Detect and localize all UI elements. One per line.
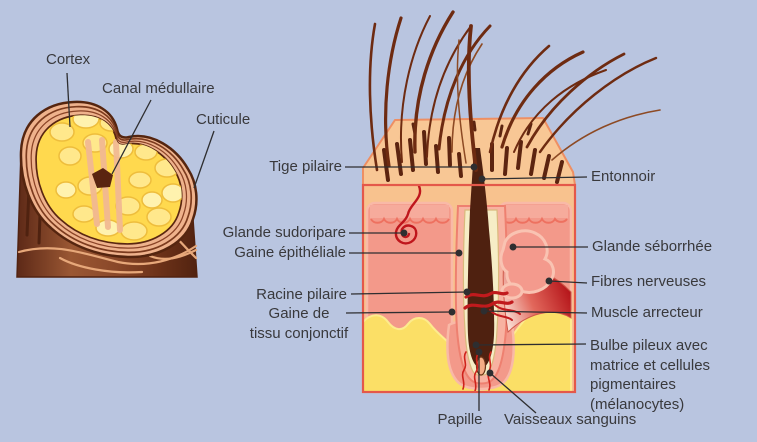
central-hair-shaft — [466, 24, 478, 172]
leader-fibres-nerveuses — [545, 277, 588, 285]
leader-bulbe-pileux — [472, 341, 587, 349]
label-entonnoir: Entonnoir — [591, 168, 656, 185]
leader-gaine-epitheliale — [349, 249, 463, 257]
leader-tige-pilaire — [345, 163, 478, 171]
label-gaine-tissu-conjonctif: Gaine de tissu conjonctif — [243, 304, 355, 343]
leader-entonnoir — [478, 175, 588, 183]
hair-cross-section — [16, 100, 198, 278]
leader-muscle-arrecteur — [480, 307, 588, 315]
leader-glande-seborrhee — [509, 243, 588, 251]
label-muscle-arrecteur: Muscle arrecteur — [591, 304, 703, 321]
leader-lines — [66, 72, 588, 414]
leader-vaisseaux-sanguins — [486, 369, 537, 414]
label-bulbe-line3: pigmentaires — [590, 376, 676, 393]
label-glande-sudoripare: Glande sudoripare — [222, 224, 346, 241]
label-bulbe-line2: matrice et cellules — [590, 356, 711, 374]
label-fibres-nerveuses: Fibres nerveuses — [591, 273, 707, 290]
label-gaine-tissu-line1: Gaine de — [268, 305, 330, 322]
cuticle-ring-inner — [30, 110, 188, 249]
leader-canal-medullaire — [111, 99, 152, 175]
leader-gaine-tissu — [345, 308, 456, 316]
leader-cortex — [66, 72, 71, 128]
label-bulbe-line1: Bulbe pileux avec — [590, 337, 708, 354]
leader-racine-pilaire — [350, 288, 471, 296]
label-bulbe-line4: (mélanocytes) — [590, 395, 685, 413]
hair-stubs — [382, 120, 564, 184]
hairs — [368, 10, 661, 172]
label-gaine-tissu-line2: tissu conjonctif — [249, 324, 349, 342]
leader-glande-sudoripare — [349, 229, 408, 237]
label-vaisseaux-sanguins: Vaisseaux sanguins — [504, 411, 637, 428]
hair-root-and-bulb — [467, 148, 495, 368]
arrector-muscle — [463, 290, 521, 321]
sebaceous-gland — [499, 229, 555, 300]
label-glande-seborrhee: Glande séborrhée — [592, 238, 713, 255]
skin-block — [361, 10, 661, 394]
label-tige-pilaire: Tige pilaire — [269, 158, 342, 175]
leader-papille — [475, 348, 483, 411]
cuticle-ring-mid — [25, 105, 193, 254]
label-gaine-epitheliale: Gaine épithéliale — [234, 244, 346, 261]
label-papille: Papille — [437, 411, 483, 428]
label-canal-medullaire: Canal médullaire — [102, 80, 215, 97]
label-cortex: Cortex — [46, 51, 91, 68]
skin-block-border — [361, 183, 577, 394]
label-racine-pilaire: Racine pilaire — [256, 286, 347, 303]
label-cuticule: Cuticule — [196, 111, 251, 128]
leader-cuticule — [193, 130, 215, 189]
medullary-canal — [92, 168, 113, 188]
label-bulbe-pileux: Bulbe pileux avec matrice et cellules pi… — [590, 336, 710, 414]
